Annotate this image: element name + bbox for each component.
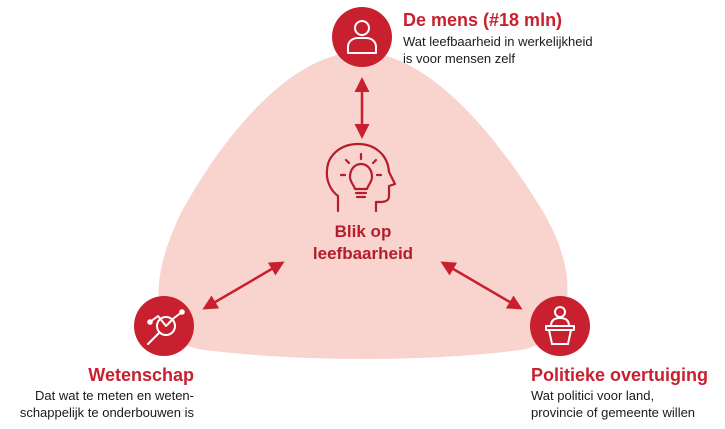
node-top-title: De mens (#18 mln) <box>403 10 563 30</box>
node-left-title: Wetenschap <box>88 365 194 385</box>
center-label: Blik op leefbaarheid <box>312 222 414 263</box>
podium-speaker-icon <box>545 306 575 345</box>
arrow-left-center <box>202 261 285 310</box>
node-right-badge <box>530 296 590 356</box>
node-right-description: Wat politici voor land, provincie of gem… <box>531 388 696 420</box>
node-left-badge <box>134 296 194 356</box>
node-top-badge <box>332 7 392 67</box>
node-top-description: Wat leefbaarheid in werkelijkheid is voo… <box>403 34 593 66</box>
magnifier-chart-icon <box>147 309 185 345</box>
person-icon <box>347 20 377 54</box>
head-lightbulb-icon <box>325 142 397 213</box>
node-right-title: Politieke overtuiging <box>531 365 709 385</box>
arrow-right-center <box>440 261 523 310</box>
node-left-description: Dat wat te meten en weten- schappelijk t… <box>19 388 194 420</box>
